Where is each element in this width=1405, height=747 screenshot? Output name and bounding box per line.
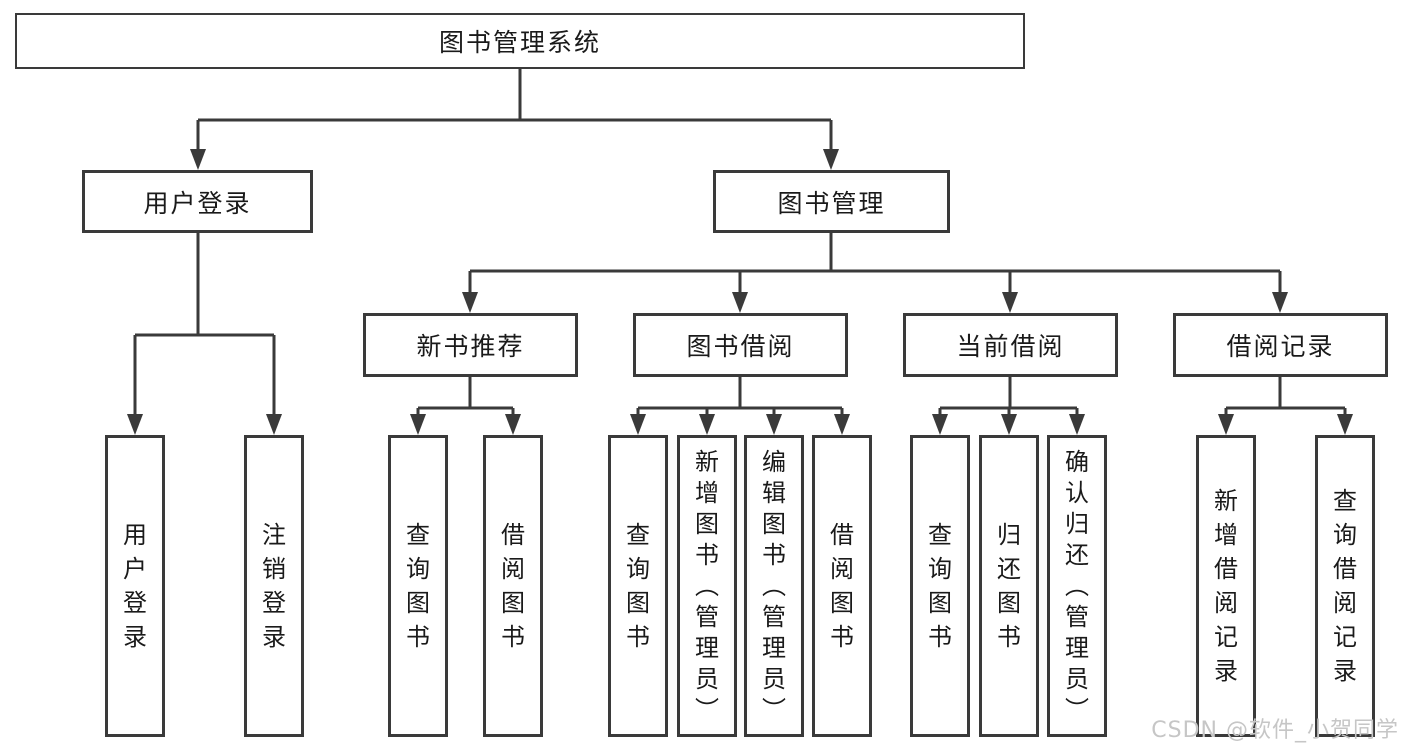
leaf-add-borrow-record: 新增借阅记录 bbox=[1196, 435, 1256, 737]
node-label: 归还图书 bbox=[997, 521, 1021, 651]
node-label: 图书管理 bbox=[777, 188, 886, 218]
node-label: 查询图书 bbox=[406, 521, 430, 651]
leaf-query-books-recommend: 查询图书 bbox=[388, 435, 448, 737]
node-label: 新增图书︵管理员︶ bbox=[695, 447, 719, 724]
node-borrowing-records: 借阅记录 bbox=[1173, 313, 1388, 377]
node-label: 图书借阅 bbox=[686, 332, 795, 361]
node-library-management-system: 图书管理系统 bbox=[15, 13, 1025, 69]
leaf-borrow-books-borrowing: 借阅图书 bbox=[812, 435, 872, 737]
leaf-borrow-books-recommend: 借阅图书 bbox=[483, 435, 543, 737]
node-label: 当前借阅 bbox=[956, 332, 1065, 361]
leaf-add-book-admin: 新增图书︵管理员︶ bbox=[677, 435, 737, 737]
leaf-query-borrow-record: 查询借阅记录 bbox=[1315, 435, 1375, 737]
node-label: 借阅记录 bbox=[1226, 332, 1335, 361]
node-new-book-recommendation: 新书推荐 bbox=[363, 313, 578, 377]
leaf-logout: 注销登录 bbox=[244, 435, 304, 737]
node-label: 注销登录 bbox=[262, 521, 286, 651]
leaf-edit-book-admin: 编辑图书︵管理员︶ bbox=[744, 435, 804, 737]
node-book-management: 图书管理 bbox=[713, 170, 950, 233]
node-label: 用户登录 bbox=[123, 521, 147, 651]
leaf-return-books: 归还图书 bbox=[979, 435, 1039, 737]
leaf-confirm-return-admin: 确认归还︵管理员︶ bbox=[1047, 435, 1107, 737]
node-label: 编辑图书︵管理员︶ bbox=[762, 447, 786, 724]
leaf-query-books-current: 查询图书 bbox=[910, 435, 970, 737]
leaf-user-login: 用户登录 bbox=[105, 435, 165, 737]
node-label: 图书管理系统 bbox=[438, 28, 601, 57]
node-label: 借阅图书 bbox=[830, 521, 854, 651]
node-label: 新增借阅记录 bbox=[1214, 487, 1238, 685]
watermark: CSDN @软件_小贺同学 bbox=[1151, 718, 1399, 743]
node-label: 新书推荐 bbox=[416, 332, 525, 361]
node-label: 用户登录 bbox=[143, 188, 252, 218]
node-book-borrowing: 图书借阅 bbox=[633, 313, 848, 377]
node-user-login: 用户登录 bbox=[82, 170, 313, 233]
node-label: 确认归还︵管理员︶ bbox=[1065, 447, 1089, 724]
node-label: 查询借阅记录 bbox=[1333, 487, 1357, 685]
node-label: 查询图书 bbox=[928, 521, 952, 651]
node-label: 借阅图书 bbox=[501, 521, 525, 651]
leaf-query-books-borrowing: 查询图书 bbox=[608, 435, 668, 737]
node-label: 查询图书 bbox=[626, 521, 650, 651]
node-current-borrowing: 当前借阅 bbox=[903, 313, 1118, 377]
